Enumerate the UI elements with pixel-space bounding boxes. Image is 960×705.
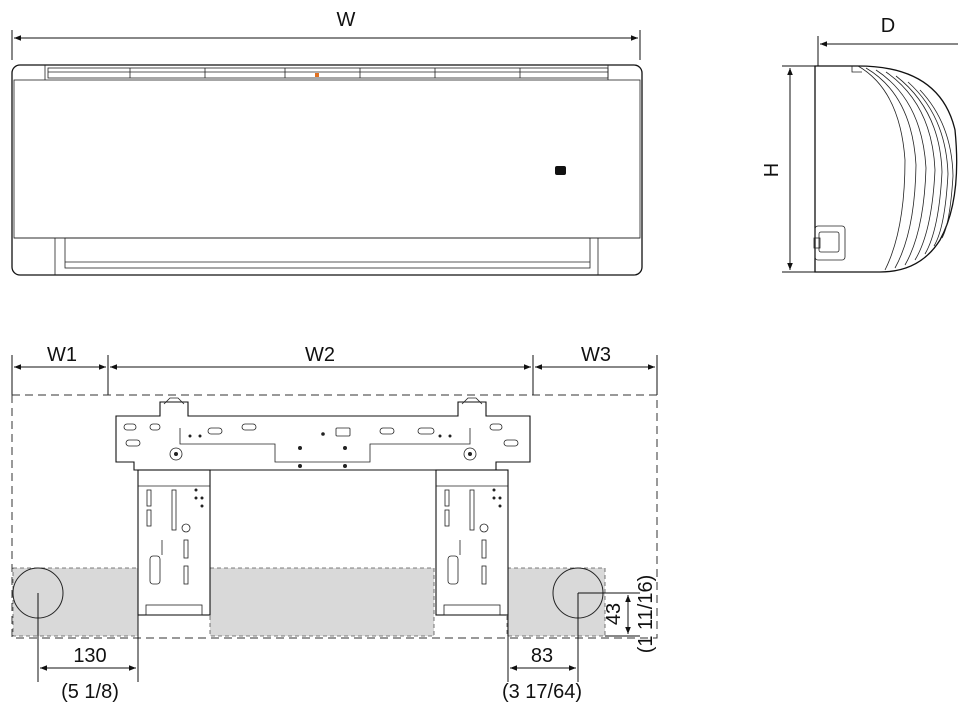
display-indicator [555,166,566,175]
front-view: W [11,9,643,276]
right-pipe-offset-inches: (3 17/64) [502,681,582,703]
air-outlet-louver [64,237,591,269]
mounting-plate-view: W1 W2 W3 [11,344,658,703]
height-label: H [761,163,783,177]
width-label: W [337,9,356,31]
mounting-plate [115,401,531,471]
right-pipe-offset-value: 83 [531,645,553,667]
w3-label: W3 [581,344,611,366]
w2-label: W2 [305,344,335,366]
unit-outline-dashed [11,394,658,639]
indoor-unit-body [11,64,643,276]
depth-label: D [881,15,895,37]
left-pipe-offset-inches: (5 1/8) [61,681,119,703]
pipe-height-value: 43 [603,603,625,625]
pipe-height-inches: (1 11/16) [635,575,657,654]
left-pipe-offset-value: 130 [73,645,106,667]
pipe-zone-center [209,567,435,637]
side-profile-body [814,65,958,273]
w1-label: W1 [47,344,77,366]
side-view: D H [761,15,958,273]
